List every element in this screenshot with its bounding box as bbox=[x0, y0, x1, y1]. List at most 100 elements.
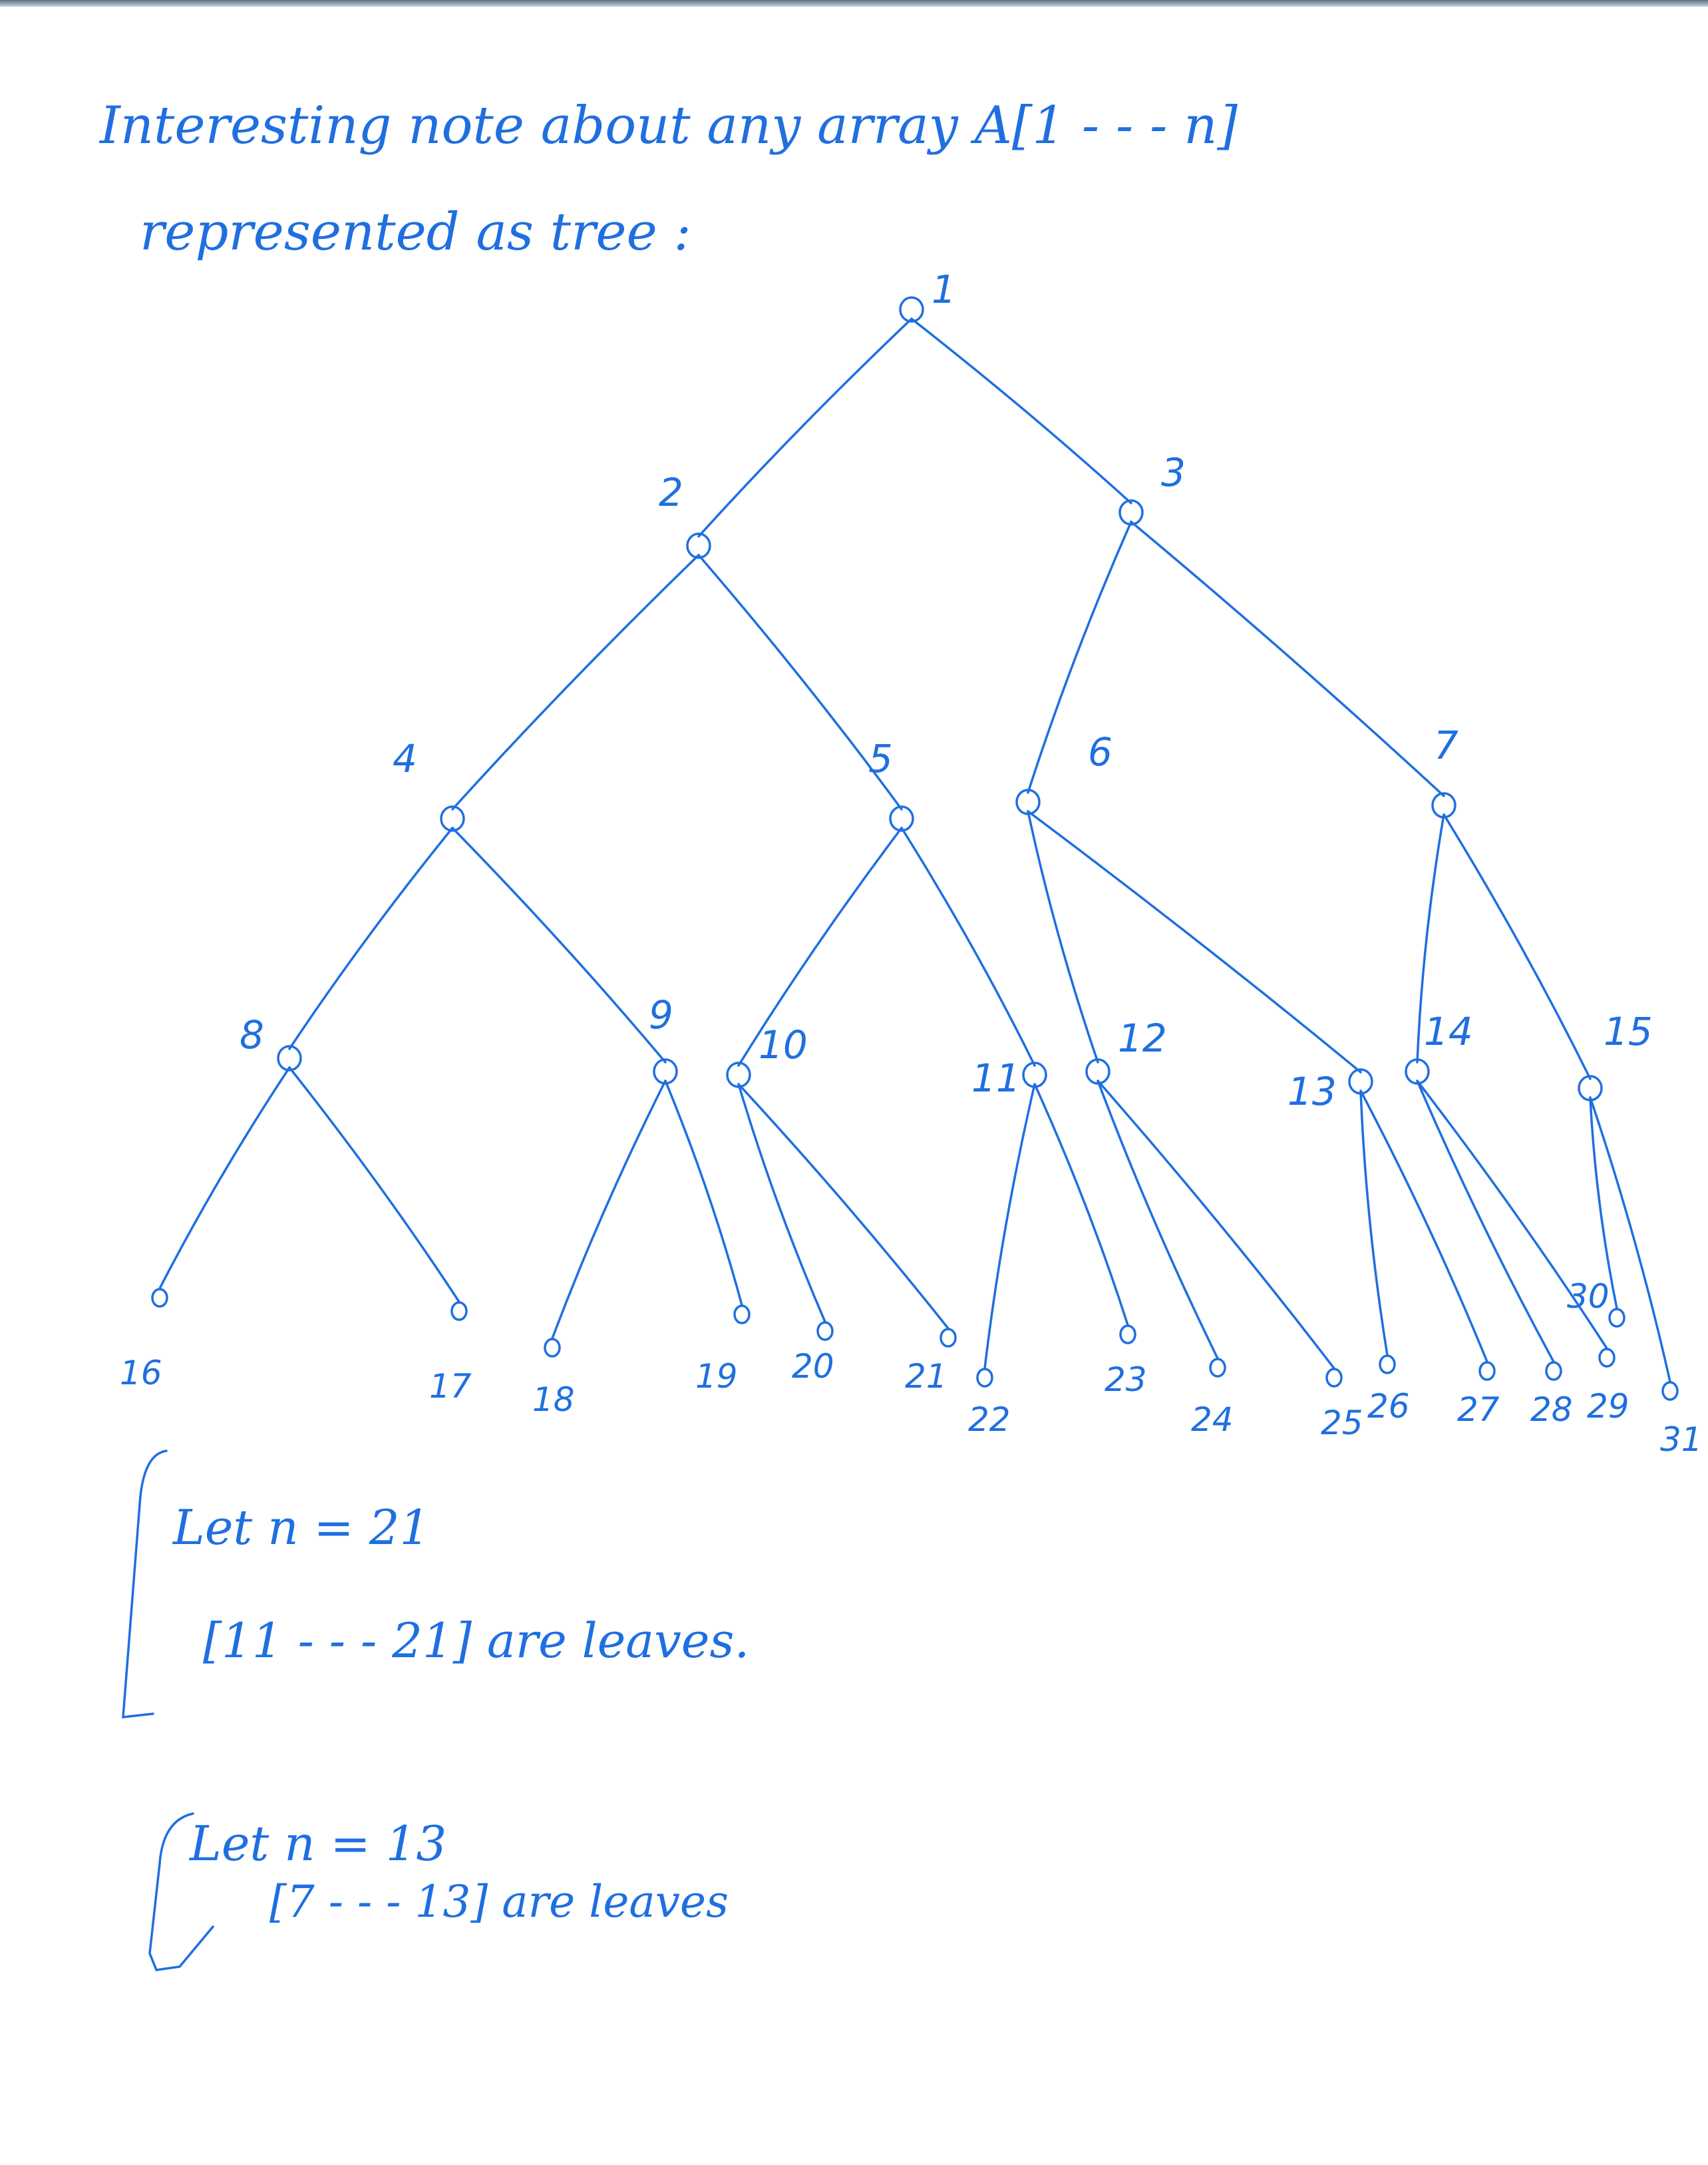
edge-8-17 bbox=[288, 1066, 460, 1303]
edge-5-11 bbox=[900, 827, 1036, 1067]
tree-node-23 bbox=[1119, 1324, 1136, 1344]
edge-13-27 bbox=[1359, 1089, 1488, 1363]
tree-node-label-31: 31 bbox=[1660, 1420, 1703, 1459]
edge-11-22 bbox=[983, 1083, 1036, 1370]
note-1-bracket bbox=[122, 1450, 168, 1718]
tree-node-4 bbox=[440, 805, 465, 832]
tree-node-13 bbox=[1348, 1068, 1373, 1095]
tree-node-label-27: 27 bbox=[1457, 1390, 1500, 1429]
tree-node-label-17: 17 bbox=[429, 1367, 472, 1406]
tree-node-label-28: 28 bbox=[1530, 1390, 1573, 1429]
tree-node-label-1: 1 bbox=[932, 267, 956, 312]
tree-node-5 bbox=[889, 805, 914, 832]
edge-3-7 bbox=[1130, 520, 1445, 797]
edge-5-10 bbox=[737, 827, 903, 1067]
tree-node-label-8: 8 bbox=[240, 1012, 264, 1058]
edge-10-20 bbox=[737, 1083, 826, 1323]
edge-10-21 bbox=[737, 1083, 949, 1330]
tree-node-label-4: 4 bbox=[393, 736, 417, 781]
tree-node-label-10: 10 bbox=[759, 1022, 808, 1068]
edge-6-12 bbox=[1027, 810, 1099, 1064]
edge-15-30 bbox=[1589, 1096, 1618, 1310]
tree-nodes bbox=[151, 296, 1679, 1401]
edge-14-29 bbox=[1416, 1080, 1608, 1350]
tree-node-9 bbox=[653, 1058, 678, 1085]
tree-node-14 bbox=[1405, 1058, 1430, 1085]
tree-node-8 bbox=[277, 1045, 302, 1072]
tree-node-label-15: 15 bbox=[1604, 1009, 1653, 1054]
tree-node-28 bbox=[1545, 1361, 1562, 1381]
tree-node-7 bbox=[1431, 792, 1456, 819]
tree-node-label-22: 22 bbox=[968, 1400, 1011, 1439]
tree-node-26 bbox=[1379, 1354, 1396, 1374]
tree-node-1 bbox=[899, 296, 924, 323]
tree-node-label-21: 21 bbox=[905, 1357, 947, 1396]
header-line-1: Interesting note about any array A[1 - -… bbox=[98, 96, 1238, 156]
tree-node-label-18: 18 bbox=[532, 1380, 575, 1419]
tree-node-label-11: 11 bbox=[971, 1056, 1021, 1101]
edge-11-23 bbox=[1033, 1083, 1129, 1326]
tree-node-label-6: 6 bbox=[1088, 729, 1112, 775]
tree-node-label-3: 3 bbox=[1161, 450, 1186, 495]
tree-node-label-9: 9 bbox=[649, 992, 673, 1038]
edge-15-31 bbox=[1589, 1096, 1671, 1383]
tree-node-21 bbox=[939, 1328, 957, 1348]
edge-7-14 bbox=[1416, 813, 1445, 1064]
edge-12-24 bbox=[1097, 1080, 1219, 1360]
tree-node-17 bbox=[450, 1301, 468, 1321]
tree-node-label-7: 7 bbox=[1434, 723, 1458, 768]
tree-node-label-12: 12 bbox=[1118, 1016, 1167, 1061]
tree-node-3 bbox=[1118, 499, 1144, 526]
edge-2-5 bbox=[697, 554, 903, 811]
tree-node-label-19: 19 bbox=[695, 1357, 738, 1396]
scan-edge bbox=[0, 0, 1708, 7]
tree-node-30 bbox=[1608, 1308, 1625, 1328]
tree-node-label-30: 30 bbox=[1567, 1277, 1610, 1316]
tree-node-label-13: 13 bbox=[1287, 1069, 1337, 1114]
tree-node-label-2: 2 bbox=[659, 470, 683, 515]
edge-14-28 bbox=[1416, 1080, 1555, 1363]
tree-node-label-5: 5 bbox=[868, 736, 893, 781]
tree-node-11 bbox=[1022, 1062, 1047, 1088]
note-1-line-2: [11 - - - 21] are leaves. bbox=[203, 1613, 749, 1669]
edge-6-13 bbox=[1027, 810, 1362, 1074]
tree-node-10 bbox=[726, 1062, 751, 1088]
tree-node-label-16: 16 bbox=[120, 1354, 162, 1392]
tree-node-27 bbox=[1478, 1361, 1496, 1381]
header-line-2: represented as tree : bbox=[140, 202, 691, 262]
edge-2-4 bbox=[451, 554, 700, 811]
tree-node-18 bbox=[544, 1338, 561, 1358]
tree-node-24 bbox=[1209, 1358, 1226, 1378]
tree-node-22 bbox=[976, 1368, 993, 1388]
tree-node-31 bbox=[1661, 1381, 1679, 1401]
tree-node-label-25: 25 bbox=[1321, 1404, 1363, 1442]
tree-node-19 bbox=[733, 1304, 751, 1324]
tree-node-2 bbox=[686, 532, 711, 559]
tree-node-label-20: 20 bbox=[792, 1347, 834, 1386]
tree-node-label-24: 24 bbox=[1191, 1400, 1234, 1439]
edge-1-2 bbox=[697, 317, 913, 538]
tree-node-16 bbox=[151, 1288, 168, 1308]
edge-9-18 bbox=[551, 1080, 667, 1340]
note-2-line-2: [7 - - - 13] are leaves bbox=[269, 1876, 729, 1927]
tree-node-label-14: 14 bbox=[1424, 1009, 1473, 1054]
tree-node-label-23: 23 bbox=[1105, 1360, 1147, 1399]
tree-node-6 bbox=[1015, 789, 1041, 815]
edge-8-16 bbox=[158, 1066, 291, 1290]
tree-node-15 bbox=[1578, 1075, 1603, 1101]
note-2-bracket bbox=[148, 1812, 214, 1971]
tree-node-25 bbox=[1325, 1368, 1343, 1388]
edge-4-8 bbox=[288, 827, 454, 1050]
edge-12-25 bbox=[1097, 1080, 1335, 1370]
tree-node-label-26: 26 bbox=[1367, 1387, 1410, 1426]
edge-9-19 bbox=[664, 1080, 743, 1306]
tree-node-20 bbox=[816, 1321, 834, 1341]
tree-node-12 bbox=[1085, 1058, 1110, 1085]
edge-7-15 bbox=[1443, 813, 1592, 1080]
tree-node-29 bbox=[1598, 1348, 1616, 1368]
note-2-line-1: Let n = 13 bbox=[188, 1816, 446, 1871]
note-1-line-1: Let n = 21 bbox=[172, 1499, 430, 1555]
